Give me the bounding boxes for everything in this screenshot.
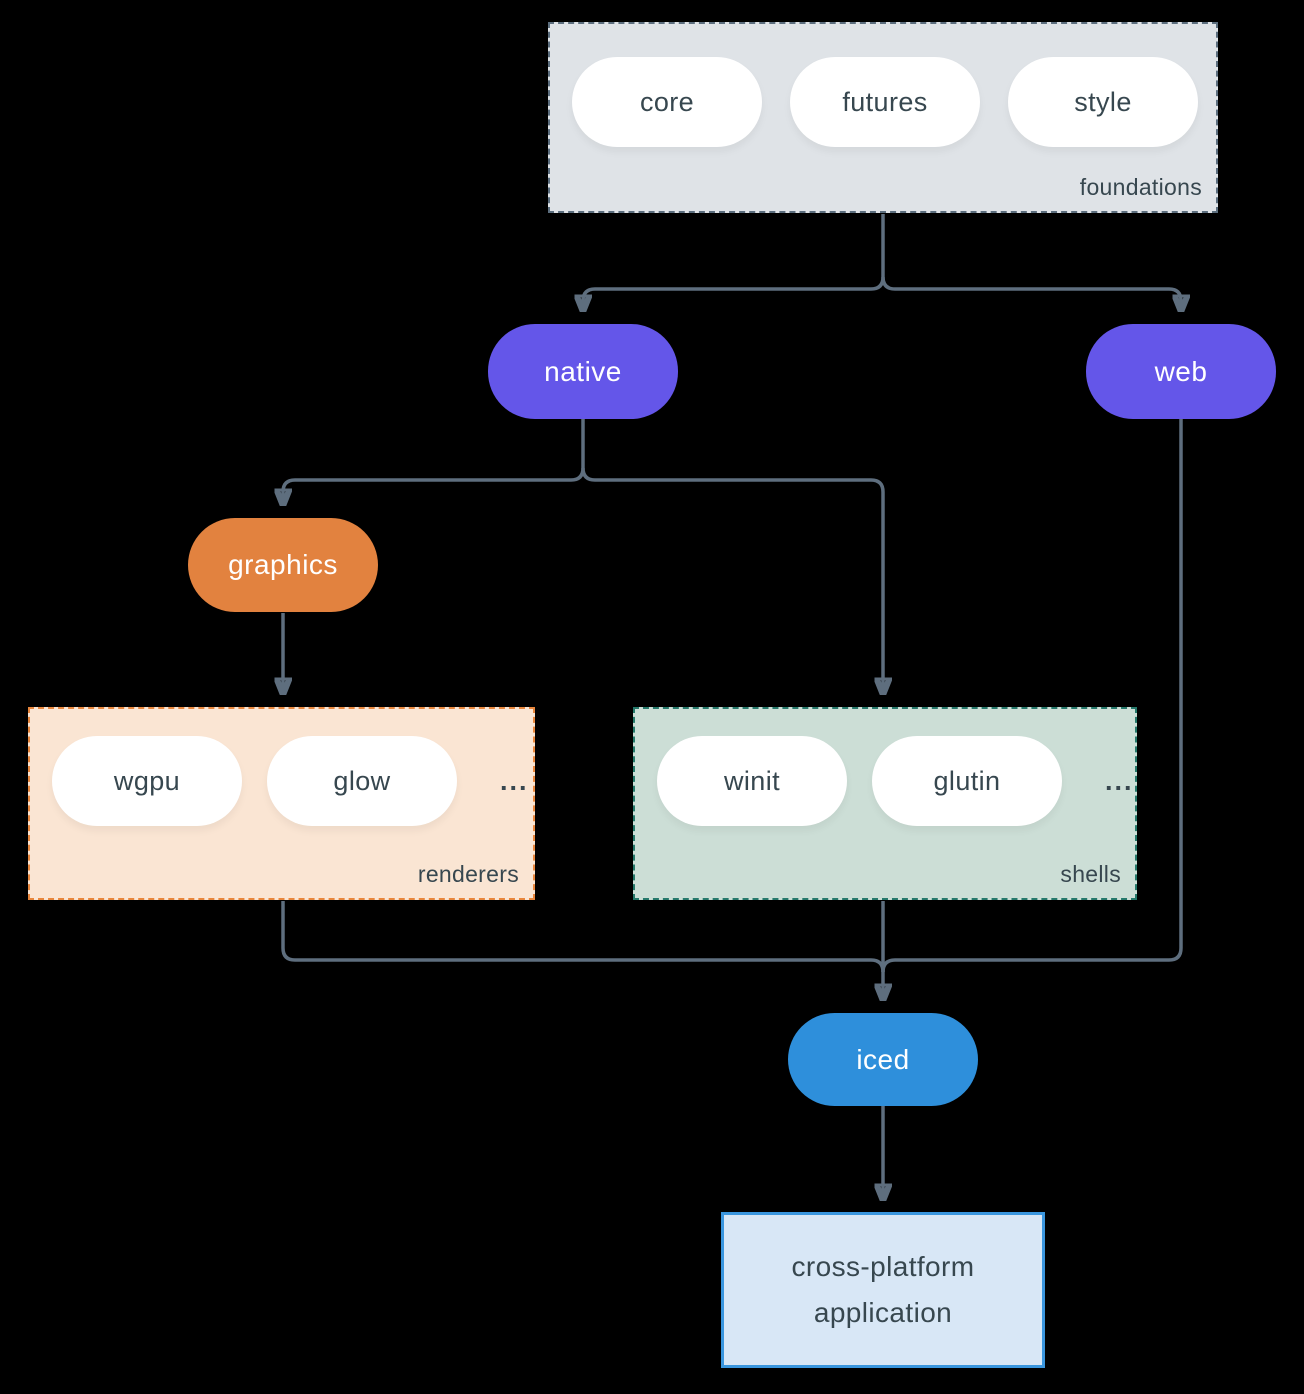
crate-pill-glutin: glutin — [872, 736, 1062, 826]
crate-pill-glow: glow — [267, 736, 457, 826]
shells-group-label: shells — [1060, 861, 1121, 887]
foundations-group: core futures style foundations — [548, 22, 1218, 213]
renderers-pill-row: wgpu glow ... — [52, 736, 533, 826]
cross-platform-application-box: cross-platform application — [721, 1212, 1045, 1368]
crate-pill-core: core — [572, 57, 762, 147]
crate-pill-style: style — [1008, 57, 1198, 147]
shells-ellipsis: ... — [1105, 765, 1134, 796]
crate-pill-winit: winit — [657, 736, 847, 826]
crate-pill-wgpu: wgpu — [52, 736, 242, 826]
shells-group: winit glutin ... shells — [633, 707, 1137, 900]
renderers-group-label: renderers — [417, 861, 519, 887]
renderers-group: wgpu glow ... renderers — [28, 707, 535, 900]
foundations-group-label: foundations — [1079, 174, 1202, 200]
node-web: web — [1086, 324, 1276, 419]
shells-pill-row: winit glutin ... — [657, 736, 1135, 826]
node-native: native — [488, 324, 678, 419]
application-label-line1: cross-platform — [791, 1251, 975, 1282]
node-iced: iced — [788, 1013, 978, 1106]
renderers-ellipsis: ... — [500, 765, 529, 796]
crate-pill-futures: futures — [790, 57, 980, 147]
application-label-line2: application — [813, 1297, 953, 1328]
edge-foundations-web — [881, 276, 1181, 310]
edge-native-shells — [581, 467, 883, 693]
node-graphics: graphics — [188, 518, 378, 612]
edge-foundations-native — [583, 276, 885, 310]
foundations-pill-row: core futures style — [572, 57, 1216, 147]
edge-native-graphics — [283, 467, 585, 504]
edge-renderers-merge — [281, 901, 885, 973]
